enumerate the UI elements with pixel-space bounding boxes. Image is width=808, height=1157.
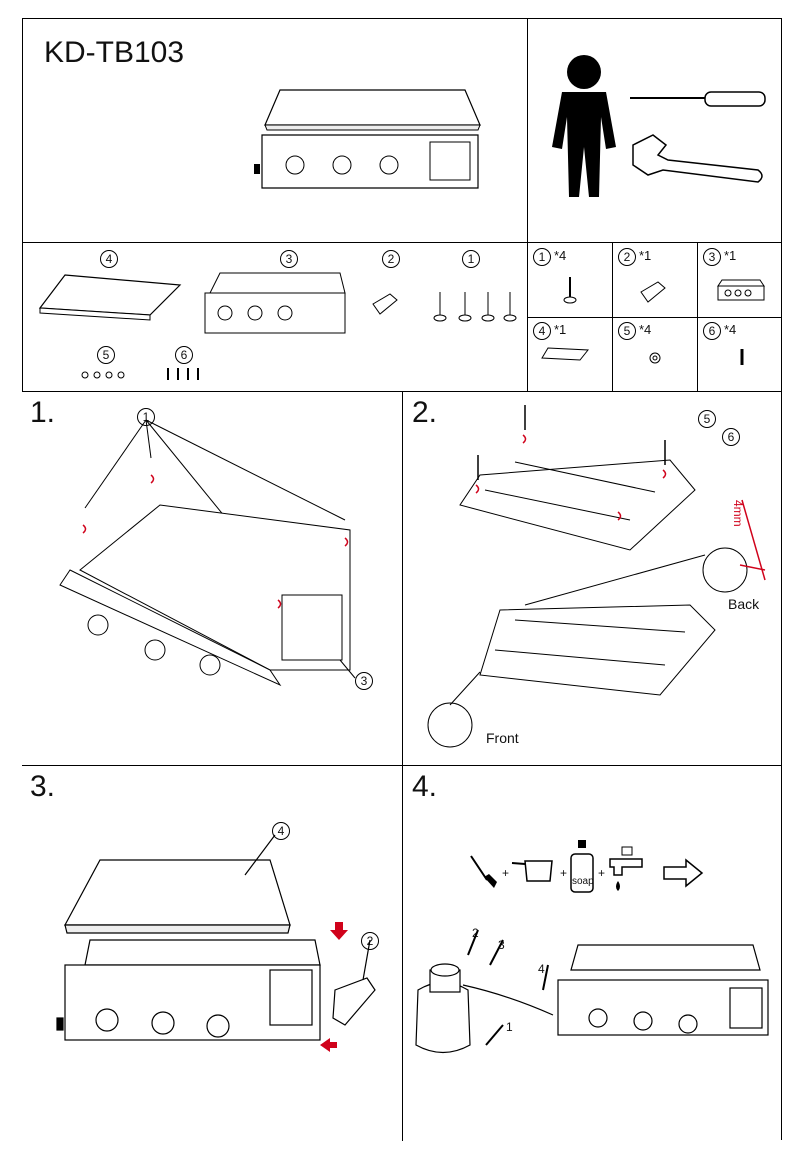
grid-v-612: [612, 242, 613, 391]
table-num-5: 5: [618, 322, 636, 340]
step-4-label: 4.: [412, 770, 438, 803]
bolts-illustration: [167, 368, 199, 380]
legs-illustration: [433, 292, 517, 322]
step-2-callout-6: 6: [722, 428, 740, 446]
overview-label-1: 1: [462, 250, 480, 268]
table-leg-icon: [563, 277, 577, 304]
step-3-label: 3.: [30, 770, 56, 803]
step-1-diagram: [59, 419, 356, 687]
table-qty-5: *4: [639, 322, 652, 337]
overview-label-5: 5: [97, 346, 115, 364]
table-num-6: 6: [703, 322, 721, 340]
overview-label-2: 2: [382, 250, 400, 268]
wrench-icon: [632, 134, 763, 183]
table-num-2: 2: [618, 248, 636, 266]
brush-icon: [470, 855, 497, 888]
grid-h-765: [22, 765, 782, 766]
step-1-callout-1: 1: [137, 408, 155, 426]
step-2-label: 2.: [412, 396, 438, 429]
table-qty-1: *4: [554, 248, 567, 263]
table-num-4: 4: [533, 322, 551, 340]
overview-label-4: 4: [100, 250, 118, 268]
table-body-icon: [717, 279, 765, 301]
overview-label-6: 6: [175, 346, 193, 364]
grid-h-317: [527, 317, 782, 318]
grid-top: [22, 18, 782, 19]
step-3-callout-4: 4: [272, 822, 290, 840]
grid-h-242: [22, 242, 782, 243]
step-1-callout-3: 3: [355, 672, 373, 690]
screwdriver-icon: [630, 91, 766, 107]
soap-label: soap: [572, 876, 594, 887]
body-illustration: [204, 272, 346, 334]
table-bolt-icon: [740, 349, 744, 365]
plus-1: +: [502, 866, 510, 880]
step-3-diagram: [56, 834, 376, 1052]
arrow-right-icon: [663, 858, 704, 888]
table-plate-icon: [541, 347, 590, 361]
step-4-callout-1: 1: [506, 1020, 513, 1034]
nuts-illustration: [81, 371, 125, 379]
plus-2: +: [560, 866, 568, 880]
table-qty-6: *4: [724, 322, 737, 337]
step-2-callout-5: 5: [698, 410, 716, 428]
table-qty-2: *1: [639, 248, 652, 263]
drip-tray-illustration: [372, 293, 398, 315]
person-icon: [552, 55, 616, 197]
table-nut-icon: [649, 352, 661, 364]
step-1-label: 1.: [30, 396, 56, 429]
table-num-3: 3: [703, 248, 721, 266]
soap-bottle-icon: [570, 840, 594, 893]
step-2-back-label: Back: [728, 596, 760, 612]
grid-mid-vert: [402, 391, 403, 1141]
step-2-diagram: [427, 405, 766, 748]
grid-right: [781, 18, 782, 1140]
step-4-callout-2: 2: [472, 926, 479, 940]
overview-label-3: 3: [280, 250, 298, 268]
pot-icon: [511, 860, 553, 882]
grid-v-697: [697, 242, 698, 391]
table-qty-4: *1: [554, 322, 567, 337]
step-4-callout-4: 4: [538, 962, 545, 976]
grid-vert-top: [527, 18, 528, 391]
plate-illustration: [38, 274, 182, 321]
griddle-illustration: [254, 89, 481, 189]
model-title: KD-TB103: [44, 36, 185, 69]
table-qty-3: *1: [724, 248, 737, 263]
faucet-icon: [609, 846, 643, 891]
grid-left: [22, 18, 23, 391]
table-tray-icon: [640, 281, 666, 303]
table-num-1: 1: [533, 248, 551, 266]
step-4-diagram: [415, 929, 769, 1054]
plus-3: +: [598, 866, 606, 880]
step-2-front-label: Front: [486, 730, 519, 746]
